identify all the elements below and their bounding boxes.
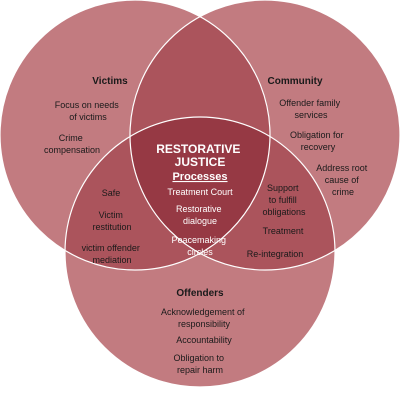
offenders-item-1: Acknowledgement of responsibility [161, 307, 247, 329]
center-item-1: Treatment Court [167, 187, 233, 197]
community-outline [129, 0, 400, 271]
offenders-item-2: Accountability [176, 335, 232, 345]
community-item-2: Obligation for recovery [290, 130, 346, 152]
center-title: RESTORATIVE JUSTICE [156, 142, 244, 169]
offenders-items: Acknowledgement of responsibility Accoun… [161, 307, 247, 375]
center-items: Treatment Court Restorative dialogue Pea… [167, 187, 233, 257]
victims-item-1: Focus on needs of victims [55, 100, 122, 122]
vo-item-1: Safe [102, 188, 121, 198]
community-items: Offender family services Obligation for … [279, 98, 370, 197]
victims-title: Victims [92, 76, 128, 87]
vo-item-2: Victim restitution [92, 210, 131, 232]
victims-offenders-items: Safe Victim restitution victim offender … [82, 188, 143, 265]
co-item-2: Treatment [263, 226, 304, 236]
community-item-1: Offender family services [279, 98, 342, 120]
center-item-2: Restorative dialogue [176, 204, 224, 226]
offenders-title: Offenders [176, 288, 224, 299]
community-title: Community [268, 76, 323, 87]
offenders-item-3: Obligation to repair harm [173, 353, 226, 375]
offenders-outline [64, 116, 336, 388]
center-item-3: Peacemaking circles [171, 235, 228, 257]
co-item-3: Re-integration [247, 249, 304, 259]
victims-items: Focus on needs of victims Crime compensa… [44, 100, 122, 155]
victims-item-2: Crime compensation [44, 133, 100, 155]
center-subtitle: Processes [172, 171, 227, 183]
community-item-3: Address root cause of crime [316, 163, 370, 197]
vo-item-3: victim offender mediation [82, 243, 143, 265]
community-offenders-items: Support to fulfill obligations Treatment… [247, 183, 306, 259]
co-item-1: Support to fulfill obligations [262, 183, 306, 217]
victims-outline [0, 0, 271, 271]
